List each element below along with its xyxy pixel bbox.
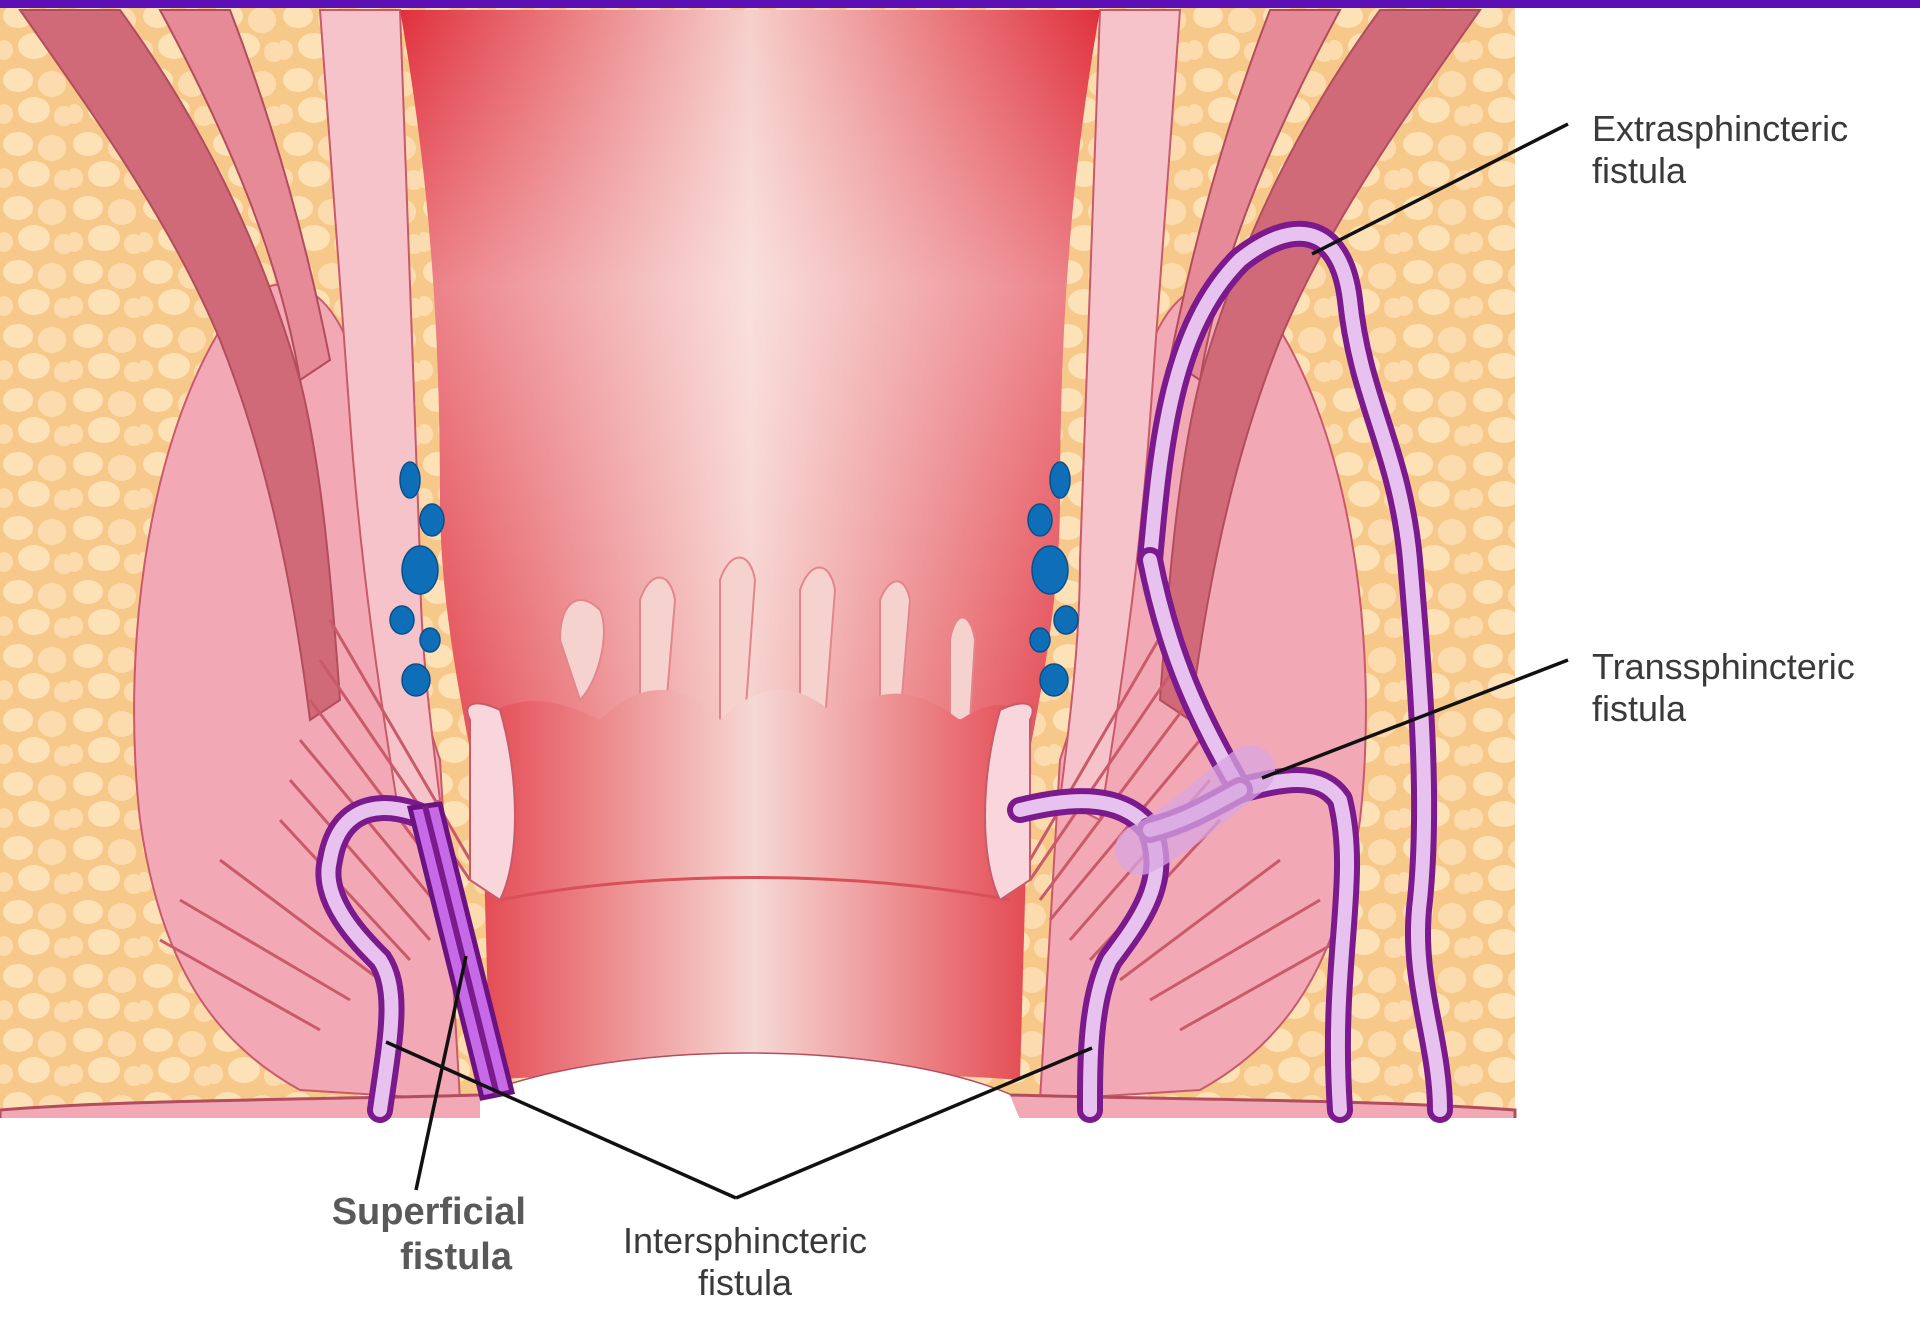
label-superficial-fistula: Superficial fistula — [300, 1190, 526, 1280]
label-line: fistula — [1592, 688, 1855, 730]
label-line: Transsphincteric — [1592, 646, 1855, 688]
label-transsphincteric-fistula: Transsphincteric fistula — [1592, 646, 1855, 731]
label-line: Extrasphincteric — [1592, 108, 1848, 150]
label-line: fistula — [300, 1235, 526, 1280]
label-line: fistula — [1592, 150, 1848, 192]
label-line: Intersphincteric — [590, 1220, 900, 1262]
label-line: fistula — [590, 1262, 900, 1304]
label-line: Superficial — [300, 1190, 526, 1235]
label-extrasphincteric-fistula: Extrasphincteric fistula — [1592, 108, 1848, 193]
label-intersphincteric-fistula: Intersphincteric fistula — [590, 1220, 900, 1305]
anal-canal — [480, 690, 1030, 1080]
